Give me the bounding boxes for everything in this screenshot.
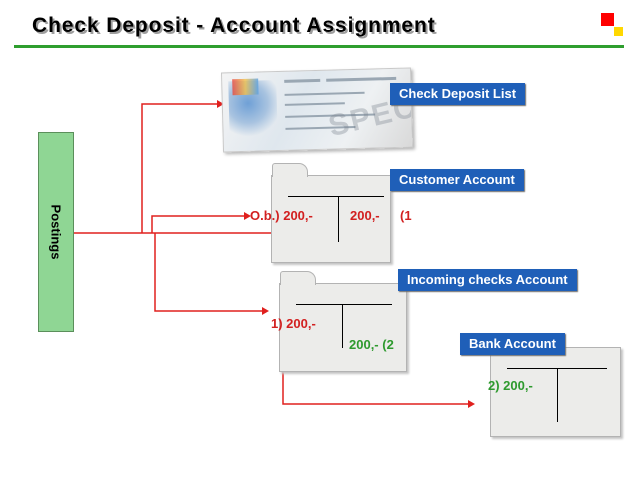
bank-account-folder — [490, 347, 621, 437]
customer-account-folder — [271, 163, 391, 263]
postings-label: Postings — [48, 204, 64, 260]
customer-credit-ref: (1 — [400, 208, 412, 223]
arrowhead-bank — [468, 400, 475, 408]
label-customer-account: Customer Account — [390, 169, 524, 191]
connector-check-list — [141, 103, 217, 233]
arrowhead-customer — [244, 212, 251, 220]
incoming-credit-amount: 200,- (2 — [349, 337, 394, 352]
connector-incoming-debit — [154, 233, 262, 312]
connector-customer-debit — [151, 215, 244, 233]
page-title: Check Deposit - Account Assignment — [32, 14, 436, 37]
incoming-checks-folder — [279, 271, 407, 372]
incoming-debit-amount: 1) 200,- — [271, 316, 316, 331]
arrowhead-incoming — [262, 307, 269, 315]
label-check-deposit-list: Check Deposit List — [390, 83, 526, 105]
postings-box: Postings — [38, 132, 74, 332]
bank-debit-amount: 2) 200,- — [488, 378, 533, 393]
arrowhead-check-list — [217, 100, 224, 108]
customer-debit-amount: O.b.) 200,- — [250, 208, 313, 223]
check-watermark: SPECIMEN — [325, 70, 414, 144]
label-incoming-checks-account: Incoming checks Account — [398, 269, 577, 291]
logo-red-square — [601, 13, 614, 26]
label-bank-account: Bank Account — [460, 333, 565, 355]
check-image: SPECIMEN — [220, 67, 414, 153]
check-stamp — [232, 78, 259, 96]
title-rule — [14, 45, 624, 48]
logo-yellow-square — [614, 27, 623, 36]
customer-credit-amount: 200,- — [350, 208, 380, 223]
